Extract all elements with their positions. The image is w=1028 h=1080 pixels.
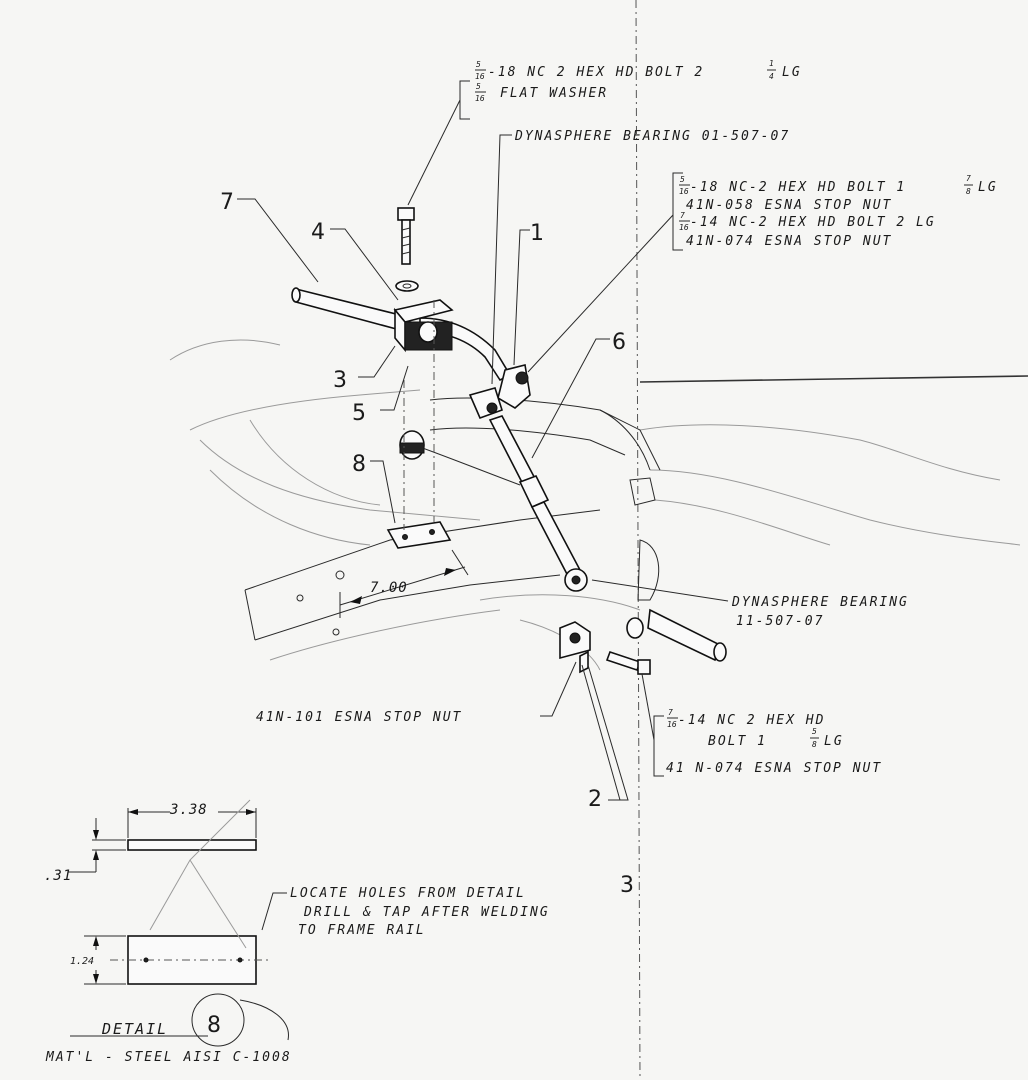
fraction-numerator: 5 — [476, 82, 481, 91]
bolt-with-washer — [395, 207, 419, 292]
detail-title: DETAIL — [101, 1020, 168, 1038]
detail-edge-view — [127, 839, 257, 851]
note-lower-hardware: 7 16 -14 NC 2 HEX HD BOLT 1 5 8 LG 41 N-… — [666, 708, 882, 776]
note-text: -14 NC-2 HEX HD BOLT 2 LG — [690, 215, 936, 230]
fraction-numerator: 5 — [680, 175, 685, 184]
callout-2: 2 — [588, 787, 602, 812]
note-upper-hardware: 5 16 -18 NC-2 HEX HD BOLT 1 7 8 LG 41N-0… — [679, 174, 998, 249]
note-top-bolt: 5 16 -18 NC 2 HEX HD BOLT 2 1 4 LG — [475, 59, 802, 81]
lower-clevis-bracket — [559, 621, 591, 674]
fraction-numerator: 7 — [668, 708, 673, 717]
fraction-denominator: 16 — [667, 720, 677, 729]
note-text: FLAT WASHER — [500, 86, 608, 101]
note-locate-line3: TO FRAME RAIL — [298, 923, 426, 938]
note-dynasphere-lower-line1: DYNASPHERE BEARING — [731, 595, 909, 610]
upper-arm-bushing — [399, 430, 425, 460]
upper-link-bracket — [468, 364, 531, 420]
fraction-denominator: 8 — [812, 740, 817, 749]
detail-width-value: 1.24 — [70, 956, 94, 967]
chassis-frame-illustration — [169, 339, 1021, 671]
detail-thickness-value: .31 — [44, 868, 72, 884]
note-text: -18 NC 2 HEX HD BOLT 2 — [488, 65, 704, 80]
steering-knuckle — [626, 477, 727, 662]
detail-material: MAT'L - STEEL AISI C-1008 — [45, 1050, 292, 1065]
fraction-numerator: 7 — [966, 174, 971, 183]
note-stop-nut-101: 41N-101 ESNA STOP NUT — [256, 710, 462, 725]
callout-8: 8 — [352, 452, 366, 477]
note-suffix: LG — [824, 734, 844, 749]
adjustable-link-rod — [488, 415, 588, 592]
callout-4: 4 — [311, 220, 325, 245]
note-suffix: LG — [782, 65, 802, 80]
callout-3: 3 — [333, 368, 347, 393]
fraction-denominator: 16 — [679, 187, 689, 196]
detail-number: 8 — [207, 1013, 221, 1038]
note-text: 41 N-074 ESNA STOP NUT — [666, 761, 882, 776]
fraction-denominator: 16 — [475, 72, 485, 81]
fraction-denominator: 16 — [475, 94, 485, 103]
note-dynasphere-upper: DYNASPHERE BEARING 01-507-07 — [514, 129, 790, 144]
note-suffix: LG — [978, 180, 998, 195]
fraction-numerator: 5 — [812, 727, 817, 736]
note-locate-line1: LOCATE HOLES FROM DETAIL — [290, 886, 526, 901]
detail-8-plate-views — [68, 799, 289, 1047]
detail-balloon — [191, 993, 245, 1047]
fraction-denominator: 8 — [966, 187, 971, 196]
note-washer: 5 16 FLAT WASHER — [475, 82, 608, 103]
callout-7: 7 — [220, 190, 234, 215]
detail-length-value: 3.38 — [169, 802, 208, 818]
note-text: 41N-058 ESNA STOP NUT — [686, 198, 892, 213]
note-dynasphere-lower-line2: 11-507-07 — [736, 614, 824, 629]
fraction-numerator: 5 — [476, 60, 481, 69]
span-dimension — [339, 549, 469, 618]
fraction-numerator: 1 — [769, 59, 774, 68]
mounting-block — [393, 299, 454, 353]
note-text: BOLT 1 — [708, 734, 767, 749]
note-locate-detail-number: 3 — [620, 873, 634, 898]
note-text: 41N-074 ESNA STOP NUT — [686, 234, 892, 249]
fraction-denominator: 4 — [769, 72, 774, 81]
callout-6: 6 — [612, 330, 626, 355]
callout-5: 5 — [352, 401, 366, 426]
mounting-plate — [386, 521, 452, 549]
note-text: -14 NC 2 HEX HD — [678, 713, 825, 728]
lower-bolt — [605, 650, 651, 675]
note-text: -18 NC-2 HEX HD BOLT 1 — [690, 180, 906, 195]
span-dimension-value: 7.00 — [370, 580, 408, 596]
callout-1: 1 — [530, 221, 544, 246]
fold-line-vertical — [635, 0, 641, 1080]
fold-line-horizontal — [639, 375, 1028, 383]
note-locate-line2: DRILL & TAP AFTER WELDING — [303, 905, 550, 920]
fraction-denominator: 16 — [679, 223, 689, 232]
fraction-numerator: 7 — [680, 211, 685, 220]
leader-lines — [237, 80, 729, 931]
